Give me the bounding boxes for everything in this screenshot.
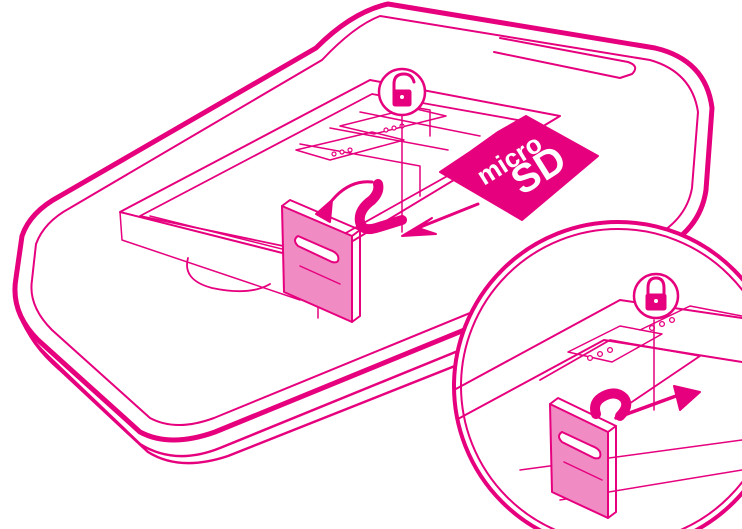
contact-dot: [598, 352, 603, 357]
contact-dot: [588, 356, 593, 361]
contact-dot: [340, 150, 344, 154]
locked-padlock-icon: [634, 274, 678, 318]
insert-card-arrow: [402, 204, 478, 236]
unlocked-padlock-icon: [379, 69, 425, 232]
contact-dot: [660, 322, 665, 327]
contact-dot: [392, 126, 396, 130]
contact-dot: [332, 152, 336, 156]
sim-holder-open: [282, 200, 360, 322]
contact-dot: [608, 348, 613, 353]
sim-slot: [296, 108, 446, 160]
curved-arrow-unlock-icon: [316, 182, 402, 229]
microsd-card: micro SD: [440, 116, 598, 220]
contact-dot: [348, 148, 352, 152]
zoom-detail-circle: [454, 222, 742, 529]
contact-dot: [670, 318, 675, 323]
contact-dot: [384, 128, 388, 132]
